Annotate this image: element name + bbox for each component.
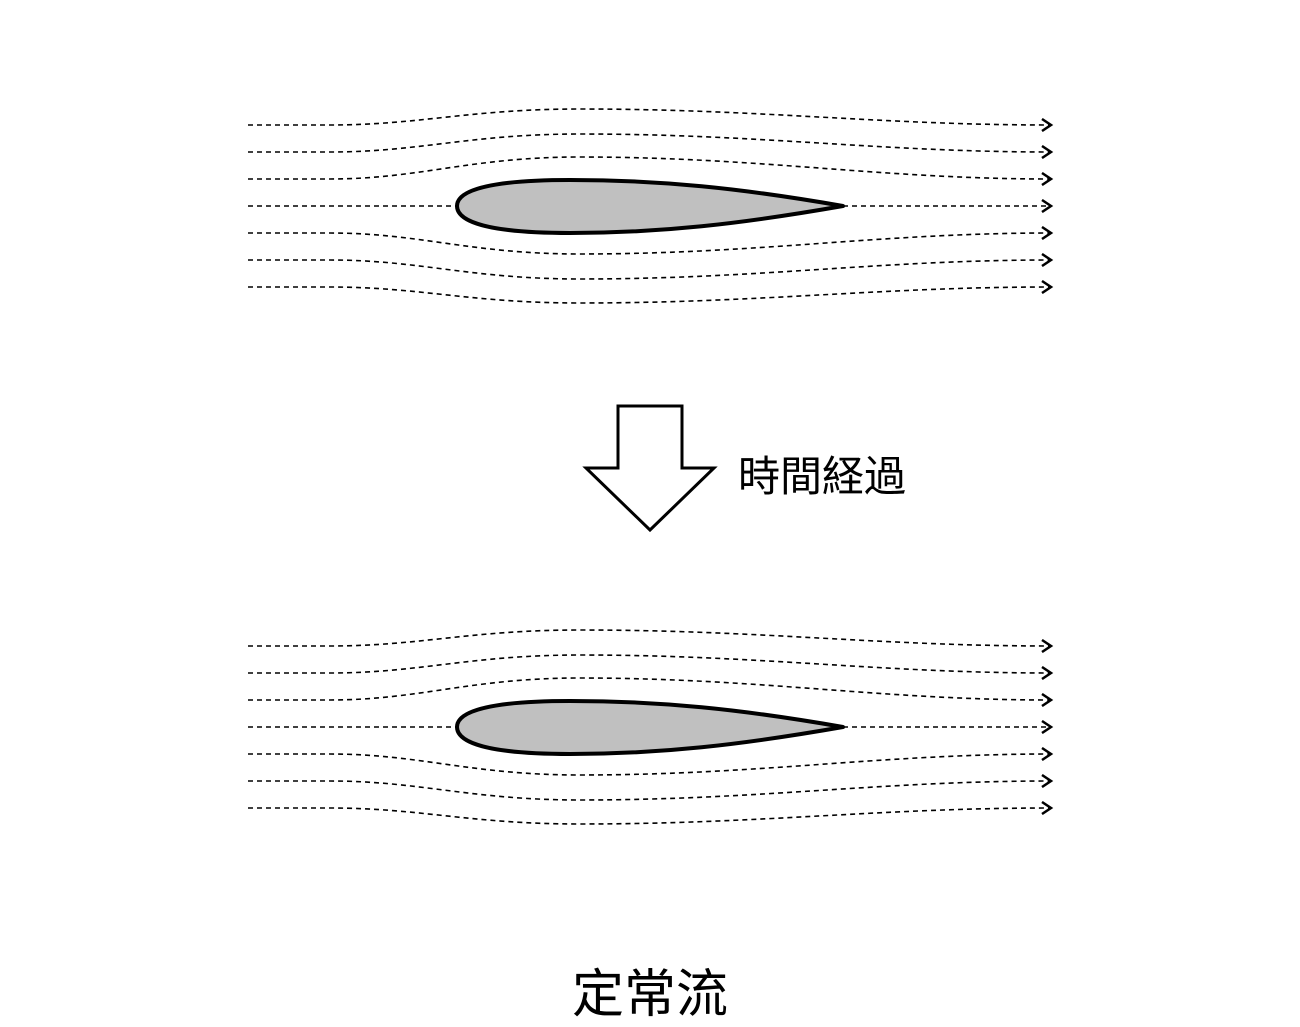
streamline [248, 133, 1050, 152]
streamline [248, 108, 1050, 125]
steady-flow-panel [248, 629, 1050, 825]
streamline [248, 233, 1050, 255]
streamline [248, 754, 1050, 776]
streamline [248, 287, 1050, 304]
streamline [248, 260, 1050, 280]
streamline [248, 781, 1050, 801]
streamline [248, 156, 1050, 179]
streamline [248, 654, 1050, 673]
streamline [248, 808, 1050, 825]
airfoil [455, 178, 845, 235]
initial-flow-panel [248, 108, 1050, 304]
airfoil [455, 699, 845, 756]
steady-flow-caption: 定常流 [571, 965, 728, 1025]
time-arrow-icon [582, 404, 718, 533]
streamline [248, 629, 1050, 646]
time-elapsed-label: 時間経過 [738, 452, 907, 501]
streamline [248, 677, 1050, 700]
